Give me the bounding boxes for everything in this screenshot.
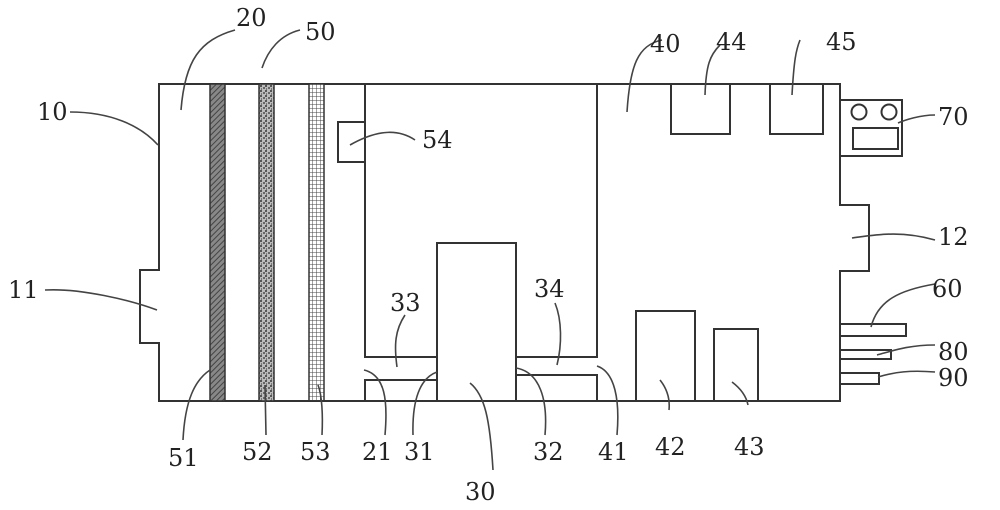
label-51: 51 bbox=[168, 444, 199, 472]
component-42 bbox=[635, 310, 696, 402]
label-80: 80 bbox=[938, 338, 969, 366]
label-33: 33 bbox=[390, 289, 421, 317]
filter-51 bbox=[209, 83, 226, 402]
label-70: 70 bbox=[938, 103, 969, 131]
label-90: 90 bbox=[938, 364, 969, 392]
fan-30 bbox=[436, 242, 517, 402]
label-44: 44 bbox=[716, 28, 747, 56]
label-20: 20 bbox=[236, 4, 267, 32]
panel-knob-icon bbox=[850, 103, 868, 121]
duct-right bbox=[515, 374, 598, 402]
leader-lines bbox=[44, 29, 936, 471]
sensor-54 bbox=[337, 121, 366, 163]
port-80 bbox=[839, 349, 892, 360]
label-50: 50 bbox=[305, 18, 336, 46]
control-panel-70 bbox=[839, 99, 903, 157]
duct-left bbox=[364, 379, 438, 402]
label-10: 10 bbox=[37, 98, 68, 126]
label-42: 42 bbox=[655, 433, 686, 461]
component-43 bbox=[713, 328, 759, 402]
component-45 bbox=[769, 83, 824, 135]
housing-outline bbox=[139, 83, 870, 402]
port-90 bbox=[839, 372, 880, 385]
label-32: 32 bbox=[533, 438, 564, 466]
label-54: 54 bbox=[422, 126, 453, 154]
component-44 bbox=[670, 83, 731, 135]
panel-display bbox=[852, 127, 899, 150]
label-52: 52 bbox=[242, 438, 273, 466]
label-60: 60 bbox=[932, 275, 963, 303]
label-41: 41 bbox=[598, 438, 629, 466]
label-53: 53 bbox=[300, 438, 331, 466]
label-45: 45 bbox=[826, 28, 857, 56]
panel-knob-icon bbox=[880, 103, 898, 121]
label-12: 12 bbox=[938, 223, 969, 251]
label-30: 30 bbox=[465, 478, 496, 506]
label-11: 11 bbox=[8, 276, 39, 304]
label-43: 43 bbox=[734, 433, 765, 461]
inner-chamber bbox=[364, 84, 598, 358]
label-21: 21 bbox=[362, 438, 393, 466]
filter-52 bbox=[258, 83, 275, 402]
label-40: 40 bbox=[650, 30, 681, 58]
label-31: 31 bbox=[404, 438, 435, 466]
filter-53 bbox=[308, 83, 325, 402]
label-34: 34 bbox=[534, 275, 565, 303]
port-60 bbox=[839, 323, 907, 337]
